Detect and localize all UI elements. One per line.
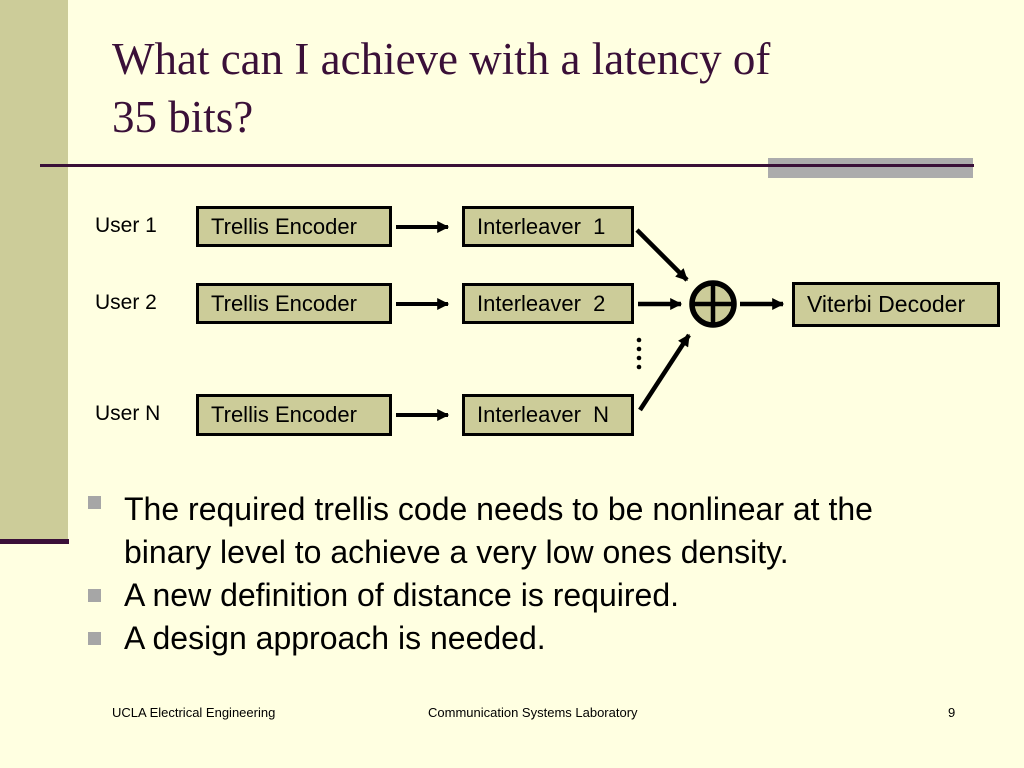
bullet-square-icon <box>88 632 101 645</box>
interleaver-label-2: Interleaver 2 <box>477 290 606 316</box>
slide-title: What can I achieve with a latency of 35 … <box>112 34 771 142</box>
trellis-encoder-box-n: Trellis Encoder <box>196 394 392 436</box>
sidebar-accent-bar <box>0 0 68 540</box>
viterbi-decoder-box: Viterbi Decoder <box>792 282 1000 327</box>
trellis-encoder-label-1: Trellis Encoder <box>211 213 357 239</box>
viterbi-decoder-label: Viterbi Decoder <box>807 291 966 317</box>
user-label-2: User 2 <box>95 291 157 314</box>
bullet-item-1: The required trellis code needs to be no… <box>124 491 873 570</box>
trellis-encoder-label-2: Trellis Encoder <box>211 290 357 316</box>
sidebar-bottom-rule <box>0 539 69 544</box>
trellis-encoder-label-n: Trellis Encoder <box>211 402 357 427</box>
trellis-encoder-box-1: Trellis Encoder <box>196 206 392 247</box>
interleaver-box-1: Interleaver 1 <box>462 206 634 247</box>
arrow-interleaver1-to-adder <box>635 228 689 282</box>
vertical-ellipsis-icon <box>636 337 642 370</box>
interleaver-label-1: Interleaver 1 <box>477 213 606 239</box>
user-label-n: User N <box>95 402 161 425</box>
title-accent-bar <box>768 158 973 178</box>
interleaver-label-n: Interleaver N <box>477 402 610 427</box>
arrow-interleavern-to-adder <box>638 333 691 412</box>
bullet-square-icon <box>88 496 101 509</box>
trellis-encoder-box-2: Trellis Encoder <box>196 283 392 324</box>
footer-left-label: UCLA Electrical Engineering <box>112 705 276 720</box>
interleaver-box-n: Interleaver N <box>462 394 634 436</box>
title-underline <box>40 164 974 167</box>
footer-center-label: Communication Systems Laboratory <box>428 705 638 720</box>
bullet-square-icon <box>88 589 101 602</box>
page-number: 9 <box>948 705 956 720</box>
user-label-1: User 1 <box>95 214 157 237</box>
interleaver-box-2: Interleaver 2 <box>462 283 634 324</box>
bullet-item-2: A new definition of distance is required… <box>124 577 679 613</box>
bullet-item-3: A design approach is needed. <box>124 620 546 656</box>
